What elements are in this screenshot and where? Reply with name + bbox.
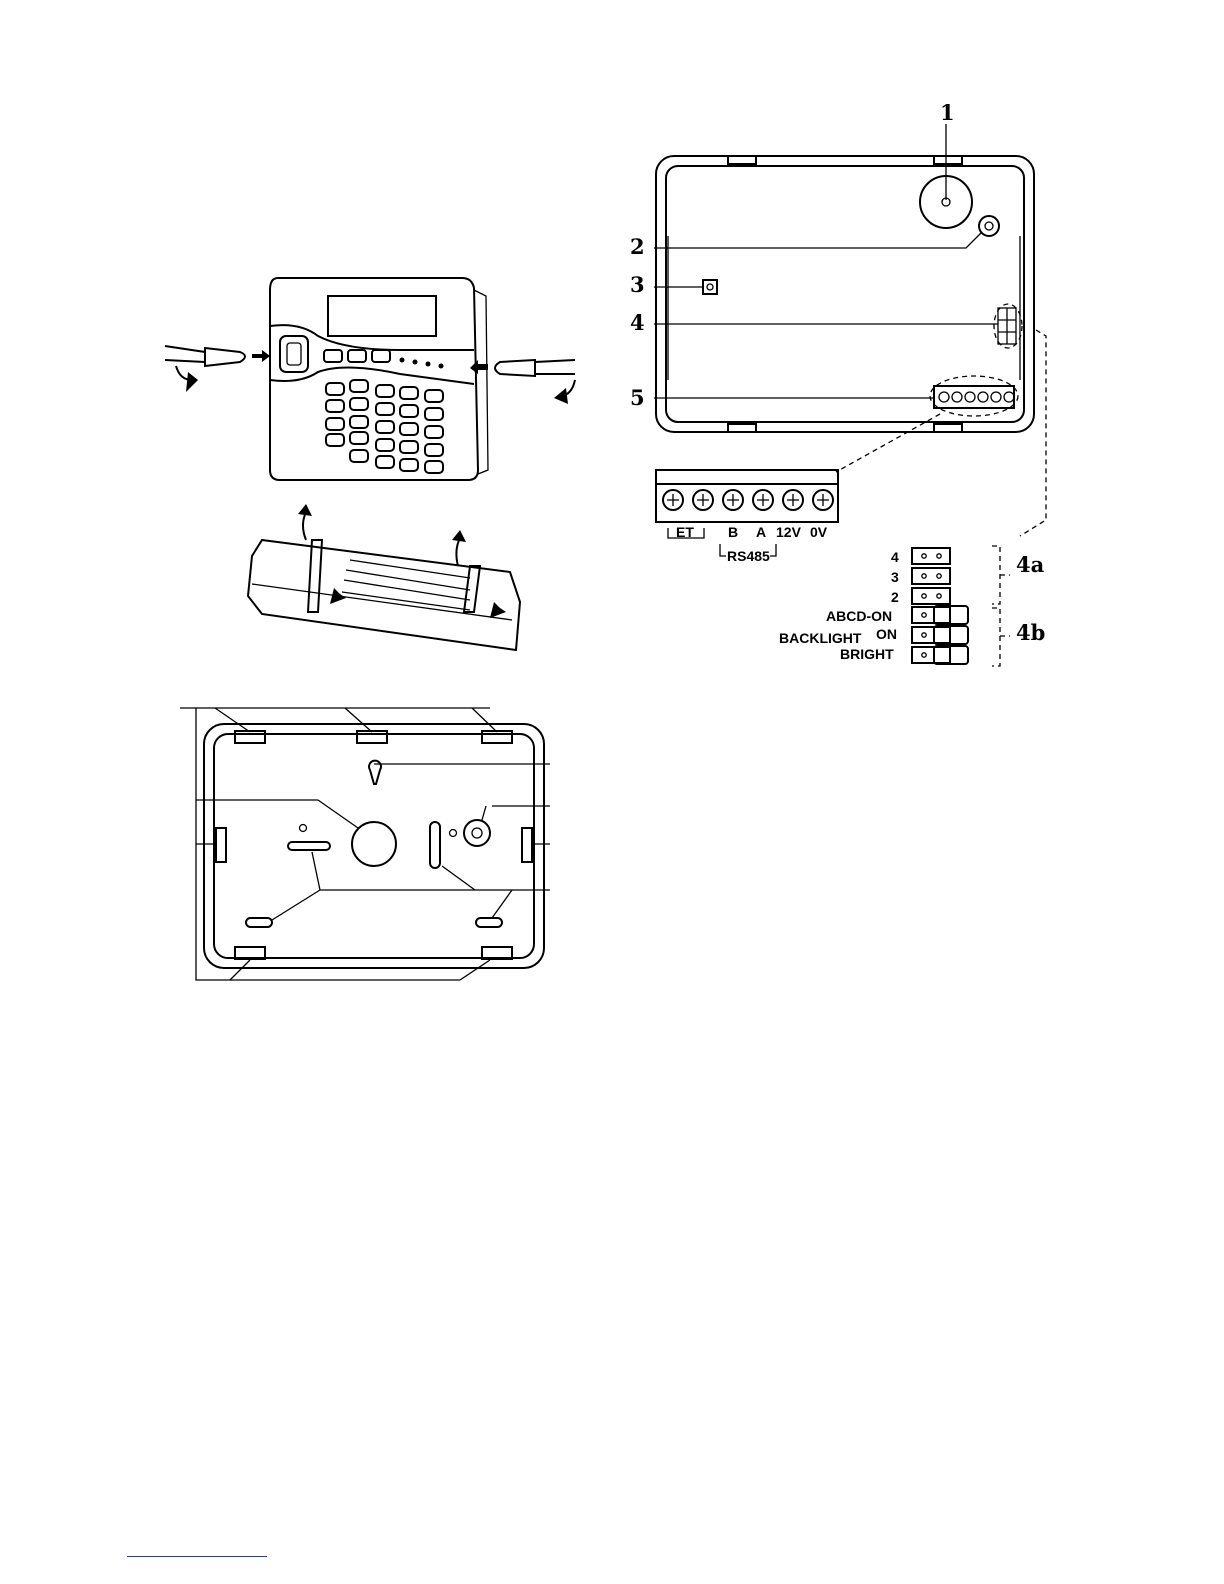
screwdriver-icon [165, 346, 270, 366]
jumper-label-on: ON [876, 626, 897, 642]
jumper-label-2: 2 [891, 589, 899, 605]
rs485-bracket-right [770, 544, 776, 556]
terminal-label-a: A [756, 524, 766, 540]
jumper-label-backlight: BACKLIGHT [779, 630, 862, 646]
base-plate-inner [214, 734, 534, 958]
jumper-label-bright: BRIGHT [840, 646, 894, 662]
arrow-left-icon [470, 360, 488, 374]
keypad-bottom-edge [252, 584, 512, 620]
keypad-led [426, 362, 431, 367]
keypad-back-inner [666, 166, 1024, 422]
keypad-keys [326, 380, 443, 473]
jumper-label-4: 4 [891, 549, 899, 565]
terminal-block-enlarged: ET B A 12V 0V RS485 [656, 470, 838, 564]
keypad-function-key [324, 350, 342, 362]
terminal-label-12v: 12V [776, 524, 802, 540]
callout-4: 4 [630, 310, 645, 335]
terminal-label-0v: 0V [810, 524, 828, 540]
mounting-slot [476, 918, 502, 927]
screwdriver-icon [308, 540, 322, 612]
group-label-4b: 4b [1016, 620, 1045, 645]
screwdriver-icon [464, 566, 480, 612]
keypad-function-key [348, 350, 366, 362]
plate-side-tab [522, 828, 532, 862]
terminal-block-small [934, 386, 1014, 408]
group-label-4a: 4a [1016, 552, 1045, 577]
vent-slots [342, 560, 470, 610]
back-tab [728, 424, 756, 432]
mounting-slot [246, 918, 272, 927]
keypad-led [439, 364, 444, 369]
keypad-back-diagram [654, 124, 1034, 432]
callout-labels: 1 2 3 4 5 [630, 100, 955, 410]
leader-line [180, 708, 460, 980]
reset-button [703, 280, 717, 294]
footer-rule [127, 1556, 267, 1557]
base-plate-drawing [180, 708, 550, 980]
rotate-arrow-head [186, 372, 198, 392]
plate-side-tab [216, 828, 226, 862]
callout-2: 2 [630, 234, 645, 259]
jumper-label-3: 3 [891, 569, 899, 585]
rotate-arrow-head [554, 388, 568, 404]
terminal-screws [663, 490, 833, 510]
screwdriver-icon [470, 360, 575, 376]
keypad-band-bottom [270, 367, 474, 384]
keypad-function-key [372, 350, 390, 362]
mounting-slot [430, 822, 440, 868]
mounting-slot [288, 842, 330, 850]
terminal-screws-small [939, 392, 1014, 402]
callout-5: 5 [630, 385, 645, 410]
rs485-label: RS485 [727, 548, 770, 564]
keypad-opening-illustration [165, 278, 575, 480]
callout-3: 3 [630, 272, 645, 297]
back-tab [934, 156, 962, 164]
keypad-logo-button [280, 336, 308, 372]
callout-1: 1 [940, 100, 955, 125]
keypad-bottom-body [248, 540, 520, 650]
keypad-display [328, 296, 436, 336]
plate-tab [357, 731, 387, 743]
tamper-switch [979, 216, 999, 236]
back-tab [728, 156, 756, 164]
keypad-led [400, 358, 405, 363]
jumpers-4b: ABCD-ON BACKLIGHT ON BRIGHT 4b [779, 606, 1045, 666]
keypad-logo-inner [287, 343, 301, 365]
arrow-right-icon [252, 350, 270, 362]
rs485-bracket-left [720, 544, 726, 556]
plate-tab [482, 731, 512, 743]
jumper-label-abcd-on: ABCD-ON [826, 608, 892, 624]
push-arrow-icon [330, 574, 350, 604]
tamper-spring-seat [464, 820, 490, 846]
lift-arrow-icon [456, 538, 460, 566]
terminal-label-et: ET [676, 524, 694, 540]
back-tab [934, 424, 962, 432]
lift-arrow-icon [303, 512, 306, 540]
keypad-bottom-release-illustration [248, 504, 520, 650]
push-arrow-icon [490, 590, 512, 618]
cable-entry-hole [352, 822, 396, 866]
jumper-block [998, 308, 1016, 344]
jumpers-4a: 4 3 2 4a [891, 546, 1045, 605]
keypad-led [413, 360, 418, 365]
terminal-housing [656, 470, 838, 522]
plate-tab [235, 731, 265, 743]
terminal-label-b: B [728, 524, 738, 540]
